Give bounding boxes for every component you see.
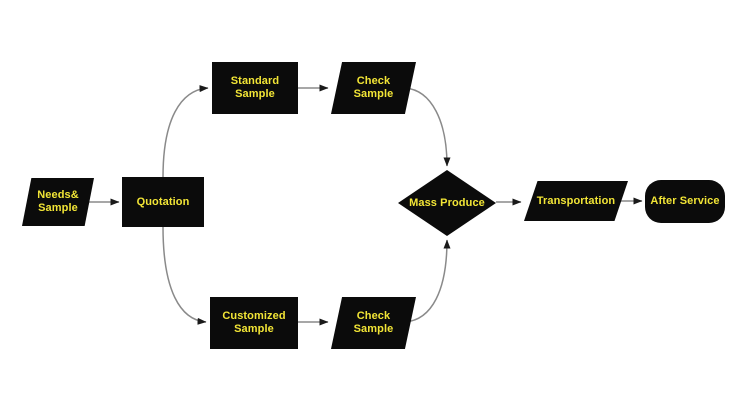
node-label-mass-produce: Mass Produce [409, 196, 485, 209]
edge-quotation-to-standard [162, 85, 209, 178]
node-label-check-sample-bottom: Check Sample [353, 310, 394, 335]
node-label-transportation: Transportation [536, 194, 616, 207]
edge-check-bottom-to-mass [404, 239, 451, 323]
node-quotation[interactable]: Quotation [122, 177, 204, 227]
node-check-sample-bottom[interactable]: Check Sample [331, 297, 416, 349]
node-label-check-sample-top: Check Sample [353, 75, 394, 100]
node-label-customized-sample: Customized Sample [222, 310, 286, 335]
node-label-quotation: Quotation [136, 195, 190, 208]
node-label-standard-sample: Standard Sample [230, 75, 280, 100]
node-label-after-service: After Service [650, 195, 720, 208]
node-transportation[interactable]: Transportation [524, 181, 628, 221]
node-check-sample-top[interactable]: Check Sample [331, 62, 416, 114]
node-label-needs-sample: Needs& Sample [37, 189, 79, 214]
node-customized-sample[interactable]: Customized Sample [210, 297, 298, 349]
node-after-service[interactable]: After Service [645, 180, 725, 223]
node-needs-sample[interactable]: Needs& Sample [22, 178, 94, 226]
edge-quotation-to-customized [162, 226, 207, 325]
node-standard-sample[interactable]: Standard Sample [212, 62, 298, 114]
edge-check-top-to-mass [404, 87, 451, 167]
